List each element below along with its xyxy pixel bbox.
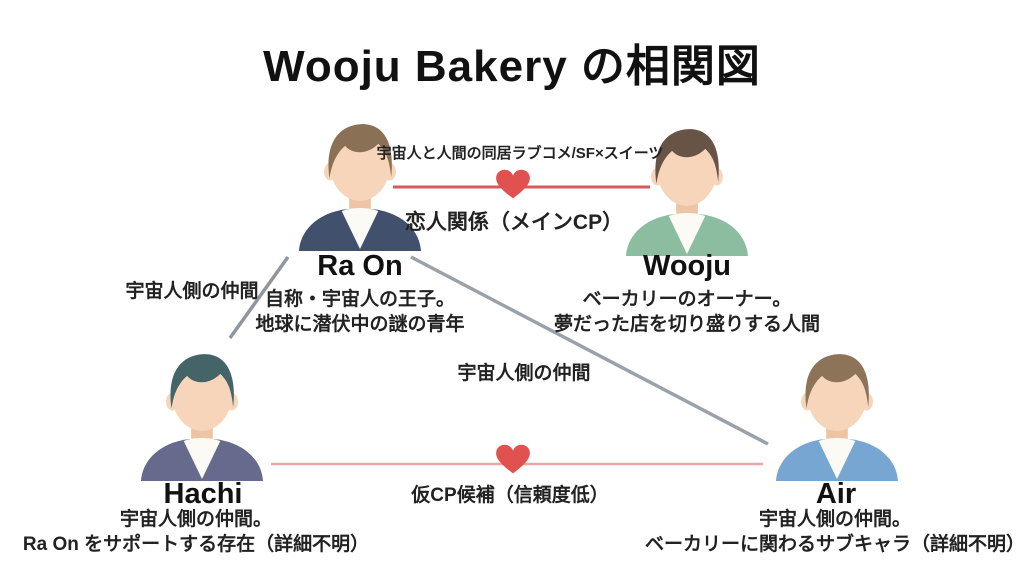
face-shape (172, 358, 232, 431)
avatar-hachi (134, 342, 270, 481)
character-desc-air: 宇宙人側の仲間。 ベーカリーに関わるサブキャラ（詳細不明） (645, 507, 1024, 557)
character-desc-hachi: 宇宙人側の仲間。 Ra On をサポートする存在（詳細不明） (23, 507, 369, 557)
shirt-shape (818, 437, 856, 479)
hair-shape (805, 354, 869, 409)
page-title: Wooju Bakery の相関図 (263, 42, 761, 91)
shirt-shape (341, 207, 379, 249)
desc-line: 地球に潜伏中の謎の青年 (255, 314, 465, 335)
hair-shape (328, 124, 392, 179)
heart-icon (496, 169, 530, 199)
relation-label-raon-air: 宇宙人側の仲間 (457, 363, 591, 384)
hair-shape (655, 129, 719, 184)
avatar-air (769, 342, 905, 481)
raon-air-line (410, 255, 769, 446)
character-desc-raon: 自称・宇宙人の王子。 地球に潜伏中の謎の青年 (255, 287, 464, 337)
character-name-hachi: Hachi (163, 478, 243, 510)
avatar-raon (292, 112, 428, 251)
relation-label-raon-hachi: 宇宙人側の仲間 (125, 281, 259, 302)
character-name-air: Air (815, 478, 857, 510)
relation-note-main-couple: 宇宙人と人間の同居ラブコメ/SF×スイーツ (376, 145, 664, 162)
desc-line: 自称・宇宙人の王子。 (264, 289, 456, 310)
shirt-shape (668, 212, 706, 254)
face-shape (330, 128, 390, 201)
desc-line: ベーカリーに関わるサブキャラ（詳細不明） (644, 534, 1024, 555)
hair-shape (170, 354, 234, 409)
character-desc-wooju: ベーカリーのオーナー。 夢だった店を切り盛りする人間 (554, 287, 820, 337)
relation-label-tentative-couple: 仮CP候補（信頼度低） (411, 485, 609, 506)
desc-line: 夢だった店を切り盛りする人間 (553, 314, 821, 335)
desc-line: Ra On をサポートする存在（詳細不明） (22, 534, 370, 555)
desc-line: 宇宙人側の仲間。 (758, 509, 912, 530)
avatar-wooju (619, 117, 755, 256)
face-shape (807, 358, 867, 431)
desc-line: 宇宙人側の仲間。 (119, 509, 273, 530)
desc-line: ベーカリーのオーナー。 (582, 289, 792, 310)
shirt-shape (183, 437, 221, 479)
character-name-wooju: Wooju (642, 250, 732, 282)
heart-icon (496, 444, 530, 474)
face-shape (657, 133, 717, 206)
relation-label-main-couple: 恋人関係（メインCP） (404, 211, 624, 234)
character-name-raon: Ra On (317, 250, 403, 282)
